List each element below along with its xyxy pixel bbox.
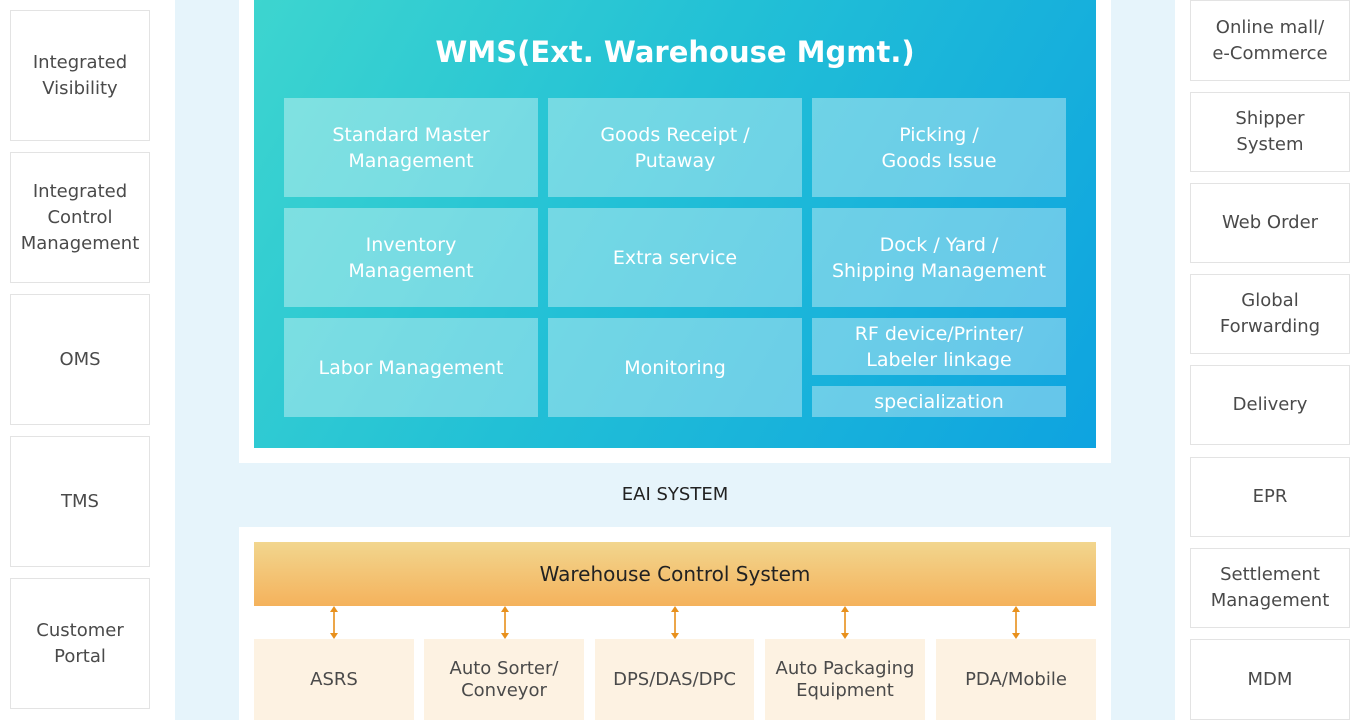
wms-module-monitoring: Monitoring [548,318,802,417]
wms-module-inventory: Inventory Management [284,208,538,307]
double-headed-arrow-icon [501,606,509,639]
right-system-settlement: Settlement Management [1190,548,1350,628]
wms-module-goods-receipt: Goods Receipt / Putaway [548,98,802,197]
equipment-asrs: ASRS [254,639,414,720]
equipment-dps-das-dpc: DPS/DAS/DPC [595,639,754,720]
double-headed-arrow-icon [330,606,338,639]
left-system-customer-portal: Customer Portal [10,578,150,709]
wms-module-dock-yard: Dock / Yard / Shipping Management [812,208,1066,307]
left-system-tms: TMS [10,436,150,567]
wms-module-rf-device: RF device/Printer/ Labeler linkage [812,318,1066,375]
wms-module-picking: Picking / Goods Issue [812,98,1066,197]
right-system-global-forwarding: Global Forwarding [1190,274,1350,354]
wms-module-extra-service: Extra service [548,208,802,307]
right-system-delivery: Delivery [1190,365,1350,445]
right-system-web-order: Web Order [1190,183,1350,263]
left-system-integrated-control: Integrated Control Management [10,152,150,283]
eai-system-label: EAI SYSTEM [621,484,729,505]
wms-module-specialization: specialization [812,386,1066,417]
equipment-auto-sorter: Auto Sorter/ Conveyor [424,639,584,720]
right-system-mdm: MDM [1190,639,1350,720]
right-system-epr: EPR [1190,457,1350,537]
double-headed-arrow-icon [671,606,679,639]
wms-title: WMS(Ext. Warehouse Mgmt.) [435,35,915,69]
double-headed-arrow-icon [841,606,849,639]
double-headed-arrow-icon [1012,606,1020,639]
equipment-pda-mobile: PDA/Mobile [936,639,1096,720]
left-system-oms: OMS [10,294,150,425]
right-system-online-mall: Online mall/ e-Commerce [1190,0,1350,81]
equipment-auto-packaging: Auto Packaging Equipment [765,639,925,720]
wms-module-labor: Labor Management [284,318,538,417]
right-system-shipper: Shipper System [1190,92,1350,172]
left-system-integrated-visibility: Integrated Visibility [10,10,150,141]
wcs-bar: Warehouse Control System [254,542,1096,606]
wms-module-standard-master: Standard Master Management [284,98,538,197]
wms-block: WMS(Ext. Warehouse Mgmt.) Standard Maste… [254,0,1096,448]
